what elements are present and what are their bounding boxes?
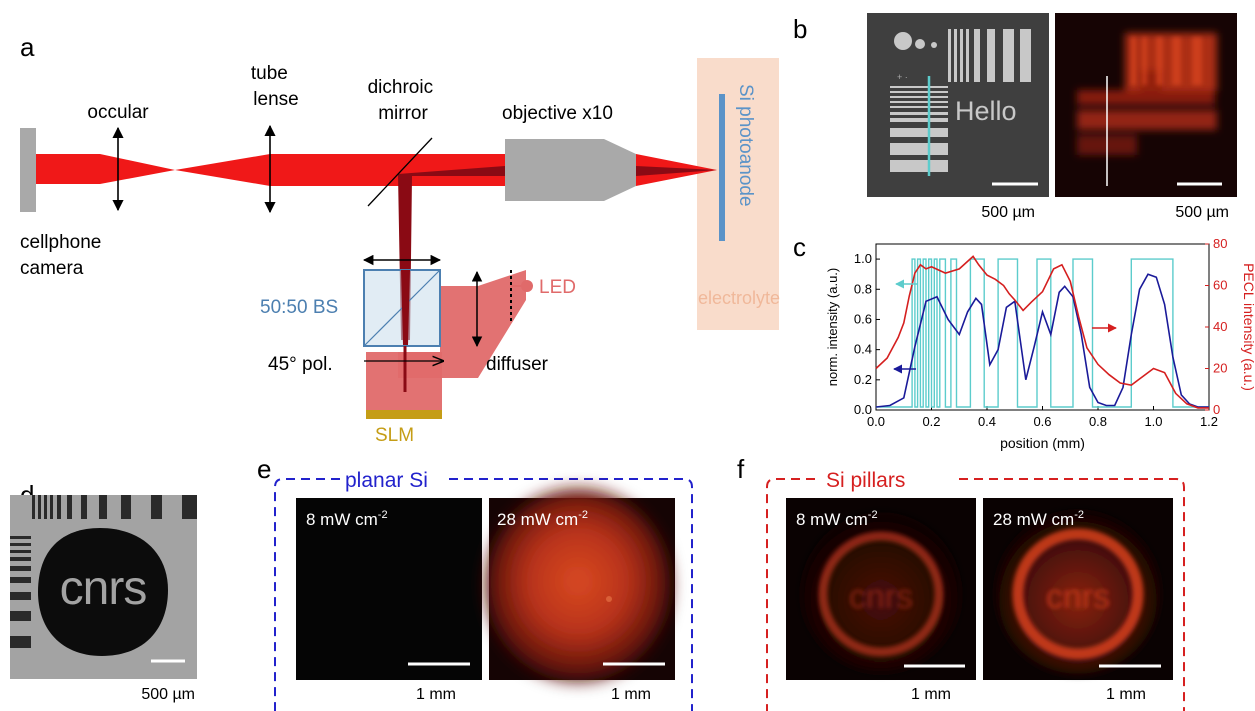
panel-c-letter: c (793, 232, 806, 262)
pillar8-ring (818, 531, 944, 657)
panel-d: d cnrs 500 µm (10, 480, 197, 703)
panel-f-dashed-frame (766, 478, 1185, 711)
y-right-tick-label: 0 (1213, 402, 1220, 417)
x-axis-label: position (mm) (1000, 435, 1085, 451)
planar-spot (606, 596, 612, 602)
target-dot-large (894, 32, 912, 50)
bs-label: 50:50 BS (260, 297, 338, 318)
beam-return-dark (636, 166, 717, 176)
cnrs-blob (38, 528, 168, 656)
y-left-axis-label: norm. intensity (a.u.) (825, 268, 840, 387)
target-word: Hello (955, 96, 1017, 126)
x-tick-label: 0.6 (1033, 414, 1051, 429)
scalebar-e-1-label: 1 mm (416, 686, 456, 703)
beam-camera-occular (36, 154, 175, 184)
panel-a-letter: a (20, 32, 35, 62)
panel-b: b + · Hello (793, 13, 1237, 221)
diffuser-label: diffuser (486, 354, 549, 375)
panel-e-letter: e (257, 454, 271, 484)
panel-f-letter: f (737, 454, 745, 484)
planar-image-28-label: 28 mW cm-2 (497, 509, 588, 529)
pol-label: 45° pol. (268, 354, 333, 375)
panel-e: e planar Si 8 mW cm-2 1 mm 28 mW cm-2 1 … (257, 454, 693, 711)
panel-c: c 0.0 0.2 0.4 0.6 0.8 1.0 1.2 0.0 0.2 0.4 0.6 0.8 1.… (793, 232, 1255, 451)
objective-label: objective x10 (502, 103, 613, 124)
target-dot-medium (915, 39, 925, 49)
dichroic-mirror-label: dichroic mirror (368, 77, 439, 124)
panel-e-title: planar Si (345, 469, 428, 492)
x-tick-label: 0.4 (978, 414, 996, 429)
target-dot-small (931, 42, 937, 48)
y-right-tick-label: 40 (1213, 319, 1227, 334)
scalebar-b-left-label: 500 µm (981, 204, 1035, 221)
cnrs-logo-text: cnrs (60, 562, 147, 615)
x-tick-label: 0.0 (867, 414, 885, 429)
y-left-tick-label: 0.0 (854, 402, 872, 417)
dichroic-mirror (367, 137, 433, 207)
y-left-tick-label: 1.0 (854, 251, 872, 266)
x-tick-label: 1.0 (1144, 414, 1162, 429)
electrolyte-box (697, 58, 779, 330)
beam-occular-tube (175, 154, 270, 186)
cnrs-target-side-bars (10, 536, 31, 648)
y-right-tick-label: 60 (1213, 278, 1227, 293)
si-photoanode-bar (719, 94, 725, 241)
cnrs-target-top-bars (32, 495, 197, 519)
y-right-tick-label: 80 (1213, 236, 1227, 251)
y-left-tick-label: 0.6 (854, 311, 872, 326)
panel-f: f Si pillars cnrs 8 mW cm-2 1 mm cnrs 28… (737, 454, 1185, 711)
panel-a: a electrolyte Si photoanode cellphone ca… (20, 32, 780, 446)
si-photoanode-label: Si photoanode (735, 84, 756, 207)
pillar28-logo: cnrs (1046, 578, 1110, 616)
chart: 0.0 0.2 0.4 0.6 0.8 1.0 1.2 0.0 0.2 0.4 0.6 0.8 1.0 0… (825, 236, 1255, 451)
scalebar-f-1-label: 1 mm (911, 686, 951, 703)
pillar-image-28-label: 28 mW cm-2 (993, 509, 1084, 529)
panel-e-dashed-frame (274, 478, 693, 711)
y-left-tick-label: 0.4 (854, 342, 872, 357)
panel-f-title: Si pillars (826, 469, 905, 492)
objective-body (505, 139, 636, 201)
led-beam (398, 270, 526, 378)
target-horizontal-bars (890, 86, 948, 172)
led-label: LED (539, 277, 576, 298)
occular-label: occular (87, 102, 149, 123)
scalebar-f-2-label: 1 mm (1106, 686, 1146, 703)
electrolyte-label: electrolyte (698, 288, 780, 308)
beam-dark-inside-bs (401, 270, 410, 345)
scalebar-b-right-label: 500 µm (1175, 204, 1229, 221)
panel-b-letter: b (793, 14, 807, 44)
slm-block (366, 410, 442, 419)
scalebar-e-2-label: 1 mm (611, 686, 651, 703)
scalebar-d-label: 500 µm (141, 686, 195, 703)
series-target-profile (876, 258, 1209, 408)
led-dot (521, 280, 533, 292)
beamsplitter-diagonal (363, 269, 441, 347)
x-tick-label: 0.2 (922, 414, 940, 429)
planar-glow (486, 489, 670, 681)
y-right-tick-label: 20 (1213, 361, 1227, 376)
pillar8-logo: cnrs (849, 578, 913, 616)
planar-image-8-label: 8 mW cm-2 (306, 509, 388, 529)
tube-lens-label: tube lense (251, 63, 299, 110)
y-left-tick-label: 0.2 (854, 372, 872, 387)
y-right-axis-label: PECL intensity (a.u.) (1241, 263, 1255, 391)
slm-label: SLM (375, 425, 414, 446)
x-tick-label: 0.8 (1089, 414, 1107, 429)
camera-block (20, 128, 36, 212)
pillar28-ring (1012, 528, 1144, 660)
camera-label: cellphone camera (20, 232, 107, 279)
pillar-image-8-label: 8 mW cm-2 (796, 509, 878, 529)
y-left-tick-label: 0.8 (854, 281, 872, 296)
x-tick-label: 1.2 (1200, 414, 1218, 429)
target-tiny-marks: + · (897, 72, 908, 82)
pecl-bars (1131, 37, 1202, 85)
target-vertical-bars (948, 29, 1031, 82)
series-pecl-intensity (875, 255, 1209, 409)
planar-image-8 (296, 498, 482, 680)
series-simulated-intensity (875, 273, 1209, 408)
